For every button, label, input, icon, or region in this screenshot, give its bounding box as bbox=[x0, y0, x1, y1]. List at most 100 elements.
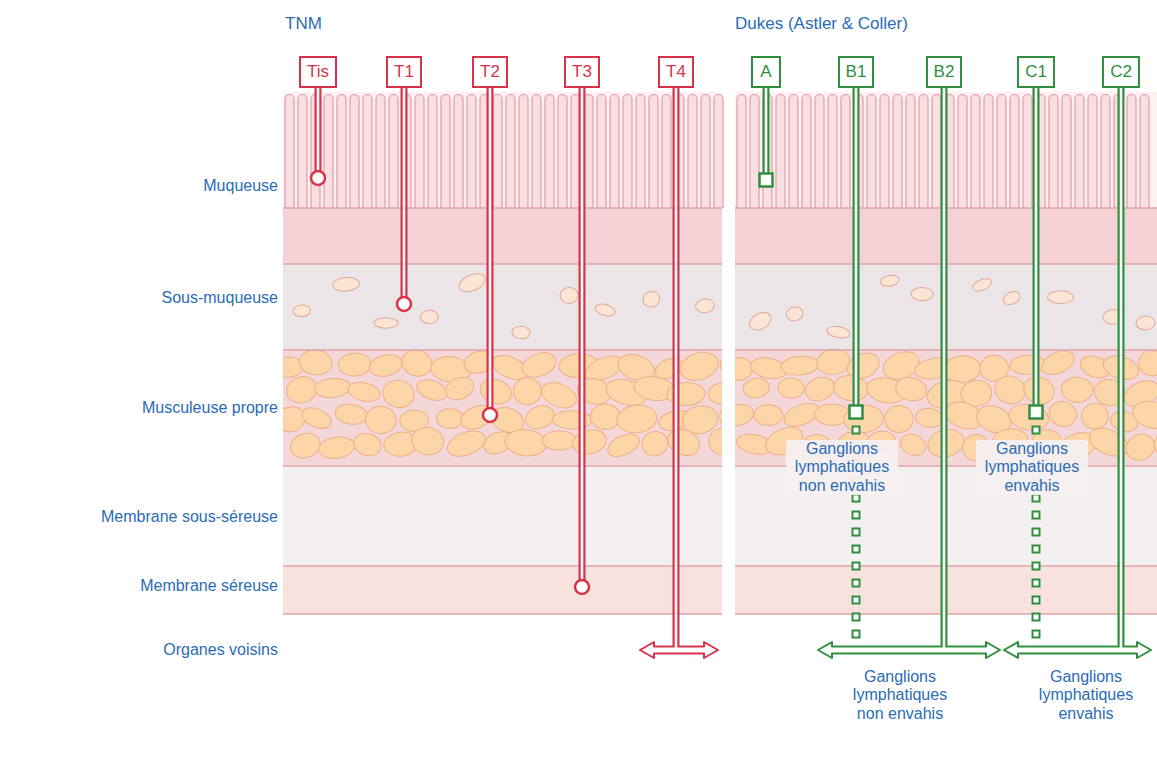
muscle-cell bbox=[735, 402, 756, 429]
villus bbox=[350, 95, 359, 209]
wall-panel bbox=[274, 92, 754, 614]
dotted-extension bbox=[1033, 495, 1040, 502]
villus bbox=[714, 95, 723, 209]
villus bbox=[802, 95, 811, 209]
layer-boundary bbox=[283, 207, 722, 209]
dukes-stage-box: C1 bbox=[1017, 56, 1055, 88]
muscle-cell bbox=[1061, 376, 1094, 403]
muscle-cell bbox=[754, 405, 783, 426]
pointer-tube bbox=[579, 88, 586, 587]
stage-pointers bbox=[311, 88, 1151, 658]
pointer-tube-core bbox=[489, 88, 492, 415]
muscle-cell bbox=[615, 403, 658, 434]
layer-name: Membrane sous-séreuse bbox=[101, 508, 278, 526]
muscle-cell bbox=[742, 376, 771, 400]
submucosa-cell bbox=[747, 309, 774, 334]
villus bbox=[337, 95, 346, 209]
double-arrow bbox=[818, 642, 1000, 658]
muscle-cell bbox=[1135, 347, 1157, 379]
villus bbox=[610, 95, 619, 209]
dotted-extension bbox=[853, 546, 860, 553]
muscle-cell bbox=[314, 377, 351, 399]
layer-boundary bbox=[283, 465, 722, 467]
villus bbox=[841, 95, 850, 209]
tnm-stage-box: T3 bbox=[564, 56, 600, 88]
stage-code: B2 bbox=[934, 62, 955, 81]
submucosa-cell bbox=[374, 318, 398, 328]
submucosa-layer bbox=[283, 264, 722, 350]
villus bbox=[1023, 95, 1032, 209]
muscularis-layer bbox=[283, 350, 722, 466]
depth-marker bbox=[575, 580, 589, 594]
villus bbox=[324, 95, 333, 209]
villus bbox=[789, 95, 798, 209]
muscle-cell bbox=[718, 402, 722, 432]
dukes-stage-box: A bbox=[751, 56, 781, 88]
layer-boundary bbox=[283, 613, 722, 615]
muscle-cell bbox=[1130, 397, 1157, 432]
node-status-note: Ganglions lymphatiques envahis bbox=[976, 440, 1088, 495]
stage-pointer bbox=[1004, 88, 1151, 658]
muscle-cell bbox=[832, 373, 871, 404]
villus bbox=[493, 95, 502, 209]
dotted-extension bbox=[853, 427, 860, 434]
villus bbox=[1075, 95, 1084, 209]
muscle-cell bbox=[604, 430, 643, 461]
muscle-cell bbox=[815, 347, 852, 377]
node-status-note: Ganglions lymphatiques non envahis bbox=[786, 440, 898, 495]
muscle-cell bbox=[317, 435, 355, 461]
villus bbox=[376, 95, 385, 209]
muscle-cell bbox=[298, 348, 334, 377]
dotted-extension bbox=[853, 512, 860, 519]
villus bbox=[1127, 95, 1136, 209]
submucosa-cell bbox=[911, 287, 933, 301]
villus bbox=[828, 95, 837, 209]
pointer-tube-core bbox=[1035, 88, 1038, 412]
villus bbox=[688, 95, 697, 209]
villus bbox=[558, 95, 567, 209]
villus bbox=[906, 95, 915, 209]
muscle-cell bbox=[897, 430, 929, 459]
dotted-extension bbox=[1033, 546, 1040, 553]
stage-code: T4 bbox=[666, 62, 686, 81]
submucosa-cell bbox=[560, 287, 579, 304]
tissue-cells bbox=[283, 270, 722, 462]
muscle-cell bbox=[639, 428, 672, 460]
muscle-cell bbox=[1079, 401, 1110, 432]
dotted-extension bbox=[853, 614, 860, 621]
villus bbox=[984, 95, 993, 209]
villus bbox=[467, 95, 476, 209]
wall-panel bbox=[720, 92, 1157, 614]
serosa-layer bbox=[283, 566, 722, 614]
dukes-stage-box: B2 bbox=[926, 56, 963, 88]
submucosa-cell bbox=[1047, 291, 1073, 304]
stage-code: B1 bbox=[846, 62, 867, 81]
stage-code: A bbox=[760, 62, 771, 81]
villus bbox=[636, 95, 645, 209]
mucosa-base-layer bbox=[283, 208, 722, 264]
villus bbox=[532, 95, 541, 209]
villus bbox=[1140, 95, 1149, 209]
muscle-cell bbox=[338, 352, 372, 377]
muscle-cell bbox=[780, 355, 820, 377]
muscle-cell bbox=[477, 375, 515, 408]
muscle-cell bbox=[1153, 430, 1157, 458]
muscle-cell bbox=[708, 383, 722, 405]
dotted-extension bbox=[853, 495, 860, 502]
submucosa-cell bbox=[594, 302, 616, 318]
muscle-cell bbox=[893, 374, 929, 403]
villus bbox=[997, 95, 1006, 209]
stage-pointer bbox=[575, 88, 589, 594]
villus bbox=[662, 95, 671, 209]
dotted-extension bbox=[1033, 512, 1040, 519]
villus bbox=[1010, 95, 1019, 209]
submucosa-cell bbox=[457, 270, 488, 295]
dotted-extension bbox=[1033, 427, 1040, 434]
layer-name: Organes voisins bbox=[163, 641, 278, 659]
muscle-cell bbox=[802, 373, 838, 405]
depth-marker bbox=[850, 406, 863, 419]
pointer-tube bbox=[315, 88, 322, 178]
muscle-cell bbox=[414, 376, 450, 404]
muscle-cell bbox=[1009, 354, 1046, 375]
depth-marker bbox=[397, 297, 411, 311]
